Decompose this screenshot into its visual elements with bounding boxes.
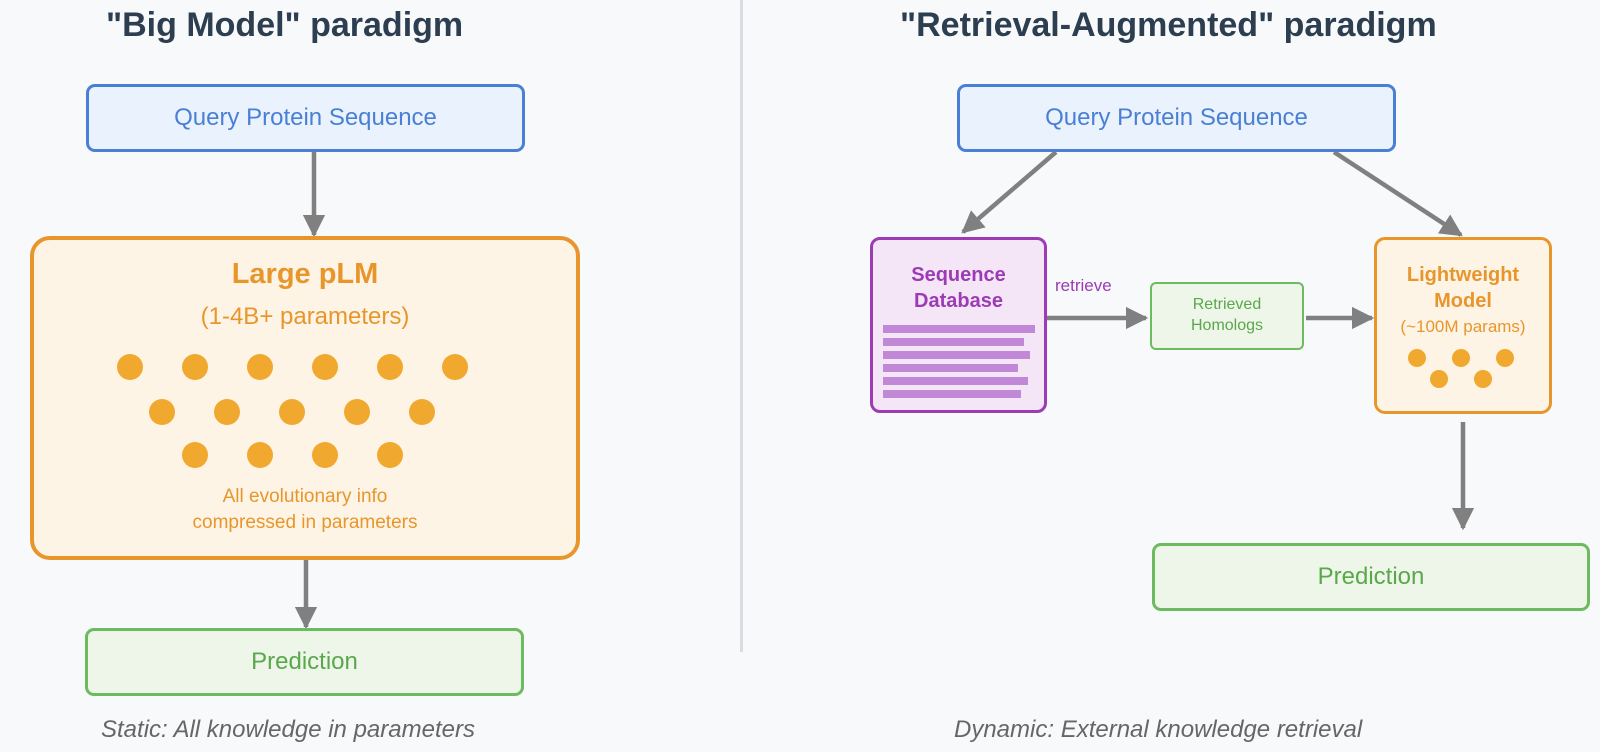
neuron-dot-small: [1430, 370, 1448, 388]
database-record-line: [883, 364, 1018, 372]
large-plm-note-line1: All evolutionary info: [222, 486, 388, 507]
arrow-query-to-lightweight-model: [1332, 150, 1463, 237]
left-paradigm-title: "Big Model" paradigm: [106, 6, 464, 44]
homologs-label-line2: Homologs: [1190, 317, 1264, 334]
database-record-line: [883, 390, 1021, 398]
neuron-dot: [344, 399, 370, 425]
large-plm-title: Large pLM: [231, 258, 379, 290]
neuron-dot: [117, 354, 143, 380]
right-query-box: Query Protein Sequence: [957, 84, 1396, 152]
left-caption: Static: All knowledge in parameters: [101, 716, 475, 743]
lightweight-model-line2: Model: [1434, 290, 1492, 312]
database-record-line: [883, 338, 1024, 346]
lightweight-model-params: (~100M params): [1400, 317, 1526, 336]
database-record-line: [883, 377, 1028, 385]
database-record-line: [883, 351, 1030, 359]
homologs-label-line1: Retrieved: [1192, 296, 1262, 313]
neuron-dot-small: [1452, 349, 1470, 367]
left-prediction-box: Prediction: [85, 628, 524, 696]
right-prediction-label: Prediction: [1317, 563, 1425, 590]
large-plm-box: Large pLM (1-4B+ parameters) All evoluti…: [30, 236, 580, 560]
retrieve-edge-label: retrieve: [1055, 276, 1112, 295]
neuron-dot: [312, 354, 338, 380]
lightweight-model-box: Lightweight Model (~100M params): [1374, 237, 1552, 414]
large-plm-note-line2: compressed in parameters: [192, 512, 418, 533]
neuron-dot: [214, 399, 240, 425]
neuron-dot: [182, 354, 208, 380]
neuron-dot: [182, 442, 208, 468]
neuron-dot: [377, 442, 403, 468]
neuron-dot: [149, 399, 175, 425]
right-caption: Dynamic: External knowledge retrieval: [954, 716, 1363, 743]
neuron-dot-small: [1474, 370, 1492, 388]
database-label-line2: Database: [914, 290, 1003, 312]
database-record-line: [883, 325, 1035, 333]
left-prediction-label: Prediction: [251, 648, 358, 675]
neuron-dot: [247, 442, 273, 468]
database-label-line1: Sequence: [911, 264, 1006, 286]
retrieved-homologs-box: Retrieved Homologs: [1150, 282, 1304, 350]
neuron-dot-small: [1496, 349, 1514, 367]
neuron-dot-small: [1408, 349, 1426, 367]
left-query-label: Query Protein Sequence: [174, 104, 437, 131]
right-prediction-box: Prediction: [1152, 543, 1590, 611]
neuron-dot: [279, 399, 305, 425]
neuron-dot: [312, 442, 338, 468]
lightweight-model-line1: Lightweight: [1406, 264, 1520, 286]
neuron-dot: [377, 354, 403, 380]
right-query-label: Query Protein Sequence: [1045, 104, 1308, 131]
neuron-dot: [409, 399, 435, 425]
large-plm-params: (1-4B+ parameters): [200, 303, 410, 330]
right-paradigm-title: "Retrieval-Augmented" paradigm: [900, 6, 1437, 44]
neuron-dot: [247, 354, 273, 380]
left-query-box: Query Protein Sequence: [86, 84, 525, 152]
section-divider: [740, 0, 743, 652]
neuron-dot: [442, 354, 468, 380]
arrow-query-to-database: [961, 150, 1058, 234]
